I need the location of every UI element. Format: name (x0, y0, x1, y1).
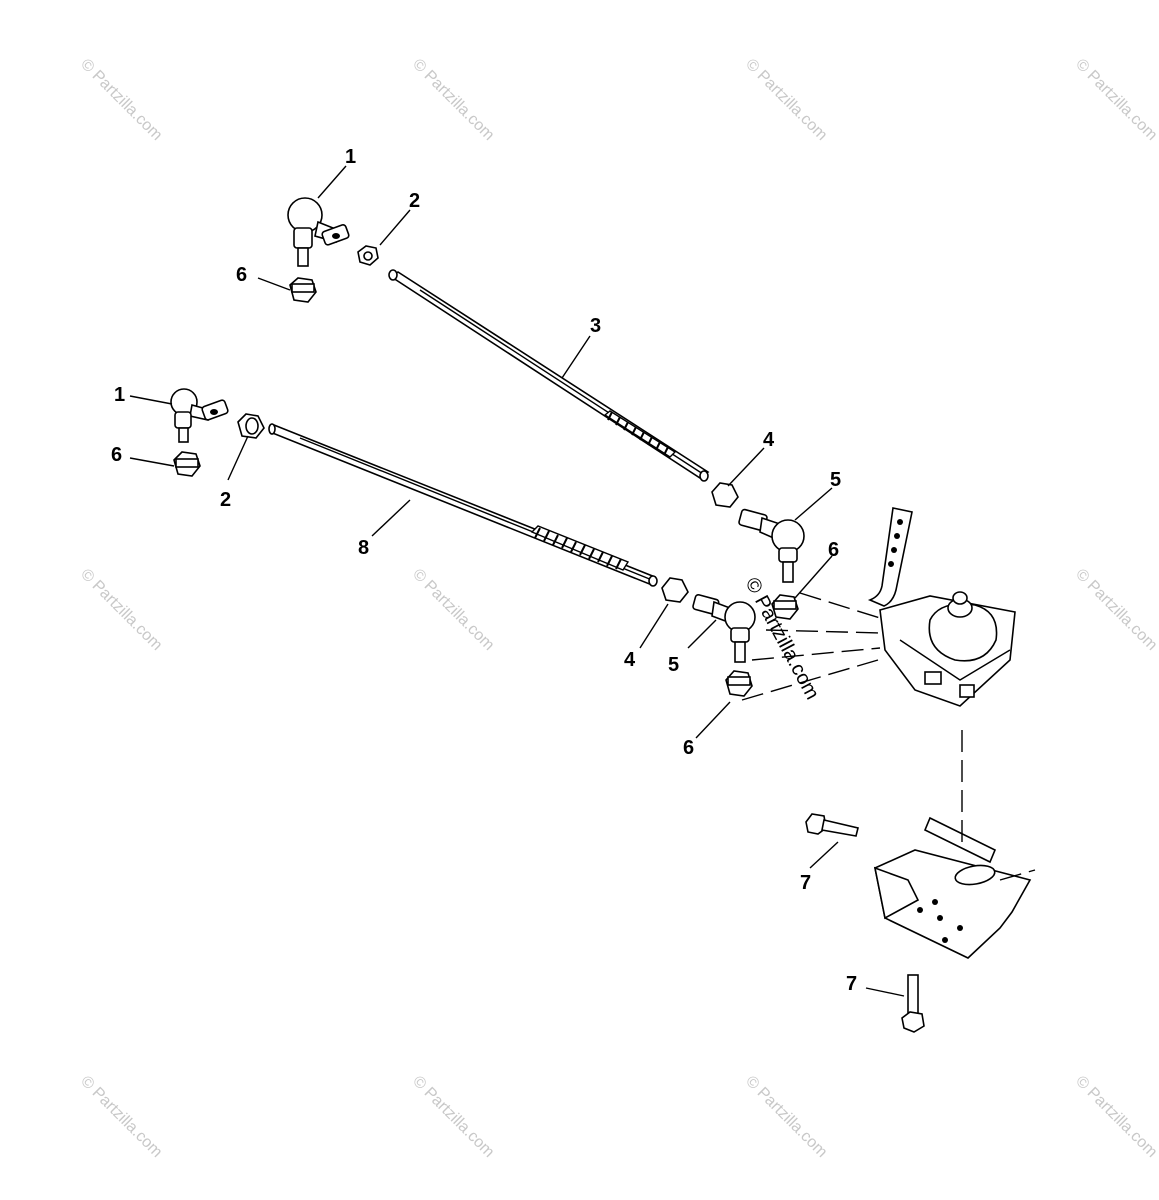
callout-5-upper: 5 (830, 469, 841, 491)
watermark-text: © Partzilla.com (409, 1073, 497, 1161)
watermark-text: © Partzilla.com (77, 566, 165, 654)
lock-nut-right-lower[interactable] (725, 670, 753, 697)
tie-rod-lower[interactable] (268, 423, 658, 587)
nut-lower[interactable] (237, 413, 265, 439)
watermark-center: © Partzilla.com (741, 574, 824, 703)
assembly-lines (741, 592, 1036, 881)
callouts: 1 2 6 3 1 6 2 8 4 5 6 4 5 6 7 7 (111, 146, 857, 995)
callout-1-upper: 1 (345, 146, 356, 168)
callout-2-upper: 2 (409, 190, 420, 212)
callout-1-lower: 1 (114, 384, 125, 406)
callout-2-lower: 2 (220, 489, 231, 511)
lock-nut-upper-left[interactable] (289, 277, 317, 303)
callout-7-lower: 7 (846, 973, 857, 995)
watermark-text: © Partzilla.com (1072, 56, 1159, 144)
callout-8: 8 (358, 537, 369, 559)
jam-nut-lower[interactable] (661, 577, 689, 603)
bolt-lower[interactable] (901, 974, 925, 1033)
ball-joint-right-upper[interactable] (738, 508, 805, 583)
tie-rod-upper[interactable] (388, 269, 710, 482)
callout-3: 3 (590, 315, 601, 337)
bolt-upper[interactable] (805, 813, 859, 837)
leader-lines (129, 165, 905, 997)
callout-7-upper: 7 (800, 872, 811, 894)
callout-4-upper: 4 (763, 429, 775, 451)
watermark-text: © Partzilla.com (409, 566, 497, 654)
callout-4-lower: 4 (624, 649, 636, 671)
watermark-text: © Partzilla.com (77, 1073, 165, 1161)
watermark-text: © Partzilla.com (77, 56, 165, 144)
nut-upper[interactable] (357, 245, 379, 266)
lock-nut-lower-left[interactable] (173, 451, 201, 477)
lock-nut-right-upper[interactable] (771, 594, 799, 620)
watermark-text: © Partzilla.com (1072, 566, 1159, 654)
ball-joint-upper[interactable] (287, 197, 350, 267)
callout-6-upper: 6 (236, 264, 247, 286)
callout-5-lower: 5 (668, 654, 679, 676)
watermark-text: © Partzilla.com (742, 56, 830, 144)
jam-nut-upper[interactable] (711, 482, 739, 508)
watermark-text: © Partzilla.com (1072, 1073, 1159, 1161)
watermark-text: © Partzilla.com (409, 56, 497, 144)
ball-joint-lower[interactable] (170, 388, 229, 443)
watermark-text: © Partzilla.com (742, 1073, 830, 1161)
mounting-bracket[interactable] (873, 816, 1032, 959)
callout-6-right-upper: 6 (828, 539, 839, 561)
ball-joint-right-lower[interactable] (692, 594, 756, 663)
shifter-assembly[interactable] (867, 507, 1016, 707)
callout-6-right-lower: 6 (683, 737, 694, 759)
callout-6-lower: 6 (111, 444, 122, 466)
